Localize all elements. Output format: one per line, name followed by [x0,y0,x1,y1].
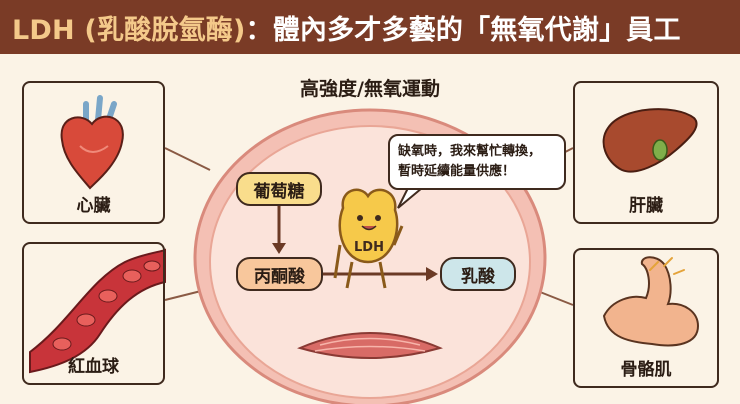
title-highlight: LDH (乳酸脫氫酶) [12,14,246,46]
page-title: LDH (乳酸脫氫酶)：體內多才多藝的「無氧代謝」員工 [12,8,681,47]
organ-card-blood: 紅血球 [22,242,165,385]
node-lactate: 乳酸 [440,257,516,291]
organ-card-heart: 心臟 [22,81,165,224]
node-glucose: 葡萄糖 [236,172,322,206]
speech-bubble: 缺氧時，我來幫忙轉換， 暫時延續能量供應！ [388,134,566,190]
organ-label-liver: 肝臟 [629,196,663,216]
liver-icon [602,108,698,173]
mascot-label: LDH [354,240,384,255]
diagram-subtitle: 高強度/無氧運動 [300,78,440,100]
heart-icon [60,95,124,190]
arrow-head-right-icon [426,267,438,281]
organ-label-blood: 紅血球 [68,357,119,377]
title-banner: LDH (乳酸脫氫酶)：體內多才多藝的「無氧代謝」員工 [0,0,740,54]
ldh-mascot-icon [333,188,404,289]
node-pyruvate: 丙酮酸 [236,257,323,291]
organ-card-muscle: 骨骼肌 [573,248,719,388]
speech-line-2: 暫時延續能量供應！ [398,164,516,179]
blood-vessel-icon [29,248,166,374]
title-rest: ：體內多才多藝的「無氧代謝」員工 [245,14,681,46]
organ-label-heart: 心臟 [76,196,111,216]
speech-line-1: 缺氧時，我來幫忙轉換， [398,144,542,159]
organ-label-muscle: 骨骼肌 [620,360,672,380]
connector-heart [164,147,211,171]
arrow-head-down-icon [272,243,286,254]
muscle-fiber-icon [297,332,443,359]
organ-card-liver: 肝臟 [573,81,719,224]
bicep-icon [602,256,700,347]
